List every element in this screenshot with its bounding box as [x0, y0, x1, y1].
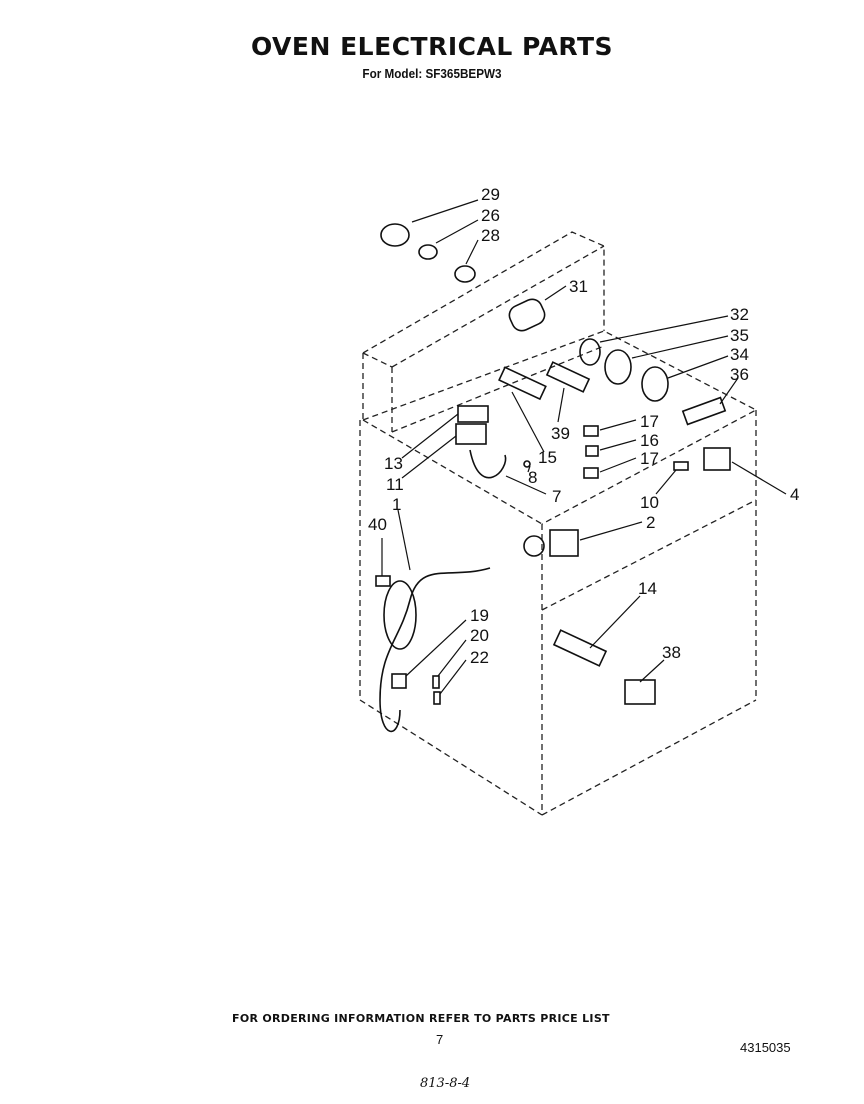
callout-14: 14	[638, 579, 657, 598]
cabinet-edge-left	[362, 419, 543, 525]
callout-38: 38	[662, 643, 681, 662]
ordering-info-footer: FOR ORDERING INFORMATION REFER TO PARTS …	[232, 1012, 610, 1025]
callout-40: 40	[368, 515, 387, 534]
bulb-shape	[454, 265, 476, 283]
leader-28	[465, 239, 479, 265]
coil-2-shape	[523, 535, 545, 557]
ring-32-shape	[579, 338, 601, 366]
leader-31	[544, 285, 567, 301]
leader-16	[599, 439, 637, 451]
document-number: 4315035	[740, 1040, 791, 1055]
part-17b-shape	[583, 467, 599, 479]
lamp-housing-shape	[418, 244, 438, 260]
box-edge-b	[391, 245, 605, 368]
handwritten-note: 813-8-4	[420, 1076, 471, 1091]
leader-8	[527, 465, 531, 473]
callout-8: 8	[528, 468, 537, 487]
box-outline-upper	[362, 231, 605, 354]
cabinet-inner-top	[391, 345, 605, 433]
callout-7: 7	[552, 487, 561, 506]
switch-38-shape	[624, 679, 656, 705]
leader-36	[719, 377, 739, 405]
leader-32	[599, 315, 729, 343]
leader-29	[411, 199, 479, 223]
switch-2-shape	[549, 529, 579, 557]
leader-10	[655, 469, 677, 495]
leader-17b	[599, 457, 637, 473]
callout-1: 1	[392, 495, 401, 514]
leader-35	[631, 335, 729, 359]
callout-10: 10	[640, 493, 659, 512]
leader-39	[557, 387, 565, 423]
cabinet-top	[362, 330, 758, 525]
ring-35-shape	[604, 349, 632, 385]
ring-34-shape	[641, 366, 669, 402]
leader-11	[401, 435, 457, 479]
lamp-socket-shape	[380, 223, 410, 247]
callout-20: 20	[470, 626, 489, 645]
pin-20-shape	[432, 675, 440, 689]
connector-19-shape	[391, 673, 407, 689]
leader-34	[667, 355, 729, 379]
callout-36: 36	[730, 365, 749, 384]
callout-2: 2	[646, 513, 655, 532]
leader-13	[401, 413, 459, 459]
switch-4-shape	[703, 447, 731, 471]
callout-35: 35	[730, 326, 749, 345]
callout-17b: 17	[640, 449, 659, 468]
leader-20	[437, 639, 467, 677]
sensor-14-shape	[552, 629, 608, 667]
cord-1-shape	[379, 567, 491, 733]
leader-26	[435, 219, 479, 244]
model-subtitle: For Model: SF365BEPW3	[362, 66, 502, 81]
callout-19: 19	[470, 606, 489, 625]
callout-17a: 17	[640, 412, 659, 431]
callout-39: 39	[551, 424, 570, 443]
leader-14	[589, 595, 641, 649]
leader-38	[639, 659, 665, 683]
callout-34: 34	[730, 345, 749, 364]
sensor-15-shape	[498, 366, 547, 401]
bracket-13-shape	[457, 405, 489, 423]
box-edge-a	[362, 352, 393, 368]
callout-13: 13	[384, 454, 403, 473]
bracket-39-shape	[545, 361, 591, 393]
sleeve-shape	[508, 298, 546, 332]
leader-15	[511, 391, 545, 453]
cabinet-mid-line	[541, 499, 757, 611]
part-8-shape	[523, 460, 531, 468]
callout-15: 15	[538, 448, 557, 467]
leader-2	[579, 521, 643, 541]
callout-4: 4	[790, 485, 799, 504]
leader-4	[731, 461, 787, 495]
callout-31: 31	[569, 277, 588, 296]
cabinet-bottom-left	[359, 699, 543, 816]
callout-32: 32	[730, 305, 749, 324]
clip-40-shape	[375, 575, 391, 587]
cabinet-bottom-front	[541, 699, 757, 816]
part-16-shape	[585, 445, 599, 457]
leader-7	[505, 475, 547, 495]
callout-29: 29	[481, 185, 500, 204]
page-title: OVEN ELECTRICAL PARTS	[250, 32, 614, 61]
leader-19	[405, 619, 467, 677]
clip-36-shape	[681, 396, 727, 426]
part-10-shape	[673, 461, 689, 471]
leader-22	[439, 659, 467, 695]
pin-22-shape	[433, 691, 441, 705]
leader-1	[397, 509, 411, 571]
page-number: 7	[436, 1032, 444, 1047]
callout-22: 22	[470, 648, 489, 667]
callout-28: 28	[481, 226, 500, 245]
callout-16: 16	[640, 431, 659, 450]
wire-7-shape	[469, 449, 507, 479]
switch-11-shape	[455, 423, 487, 445]
callout-11: 11	[386, 475, 404, 494]
cord-coil-shape	[383, 580, 417, 650]
leader-17a	[599, 419, 637, 431]
callout-26: 26	[481, 206, 500, 225]
part-17a-shape	[583, 425, 599, 437]
